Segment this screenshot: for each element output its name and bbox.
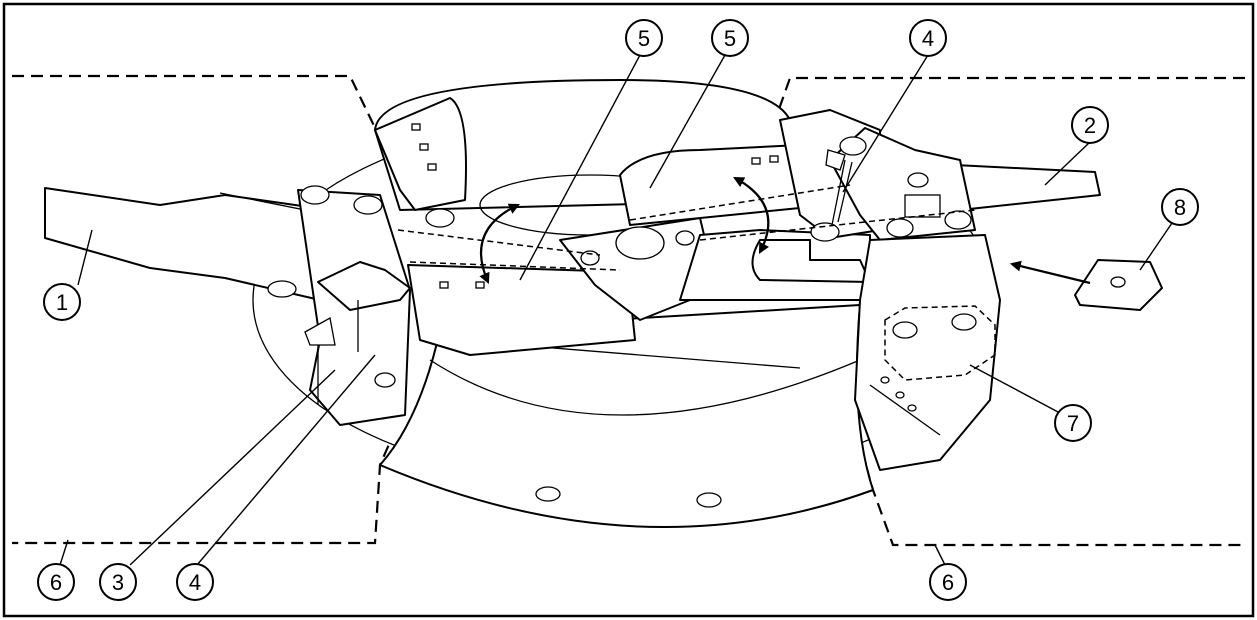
callout-4-upper: 4 — [909, 19, 947, 57]
callout-label: 6 — [50, 570, 62, 595]
callout-6-left: 6 — [37, 563, 75, 601]
blade-right — [810, 127, 1101, 242]
callout-1: 1 — [43, 283, 81, 321]
callout-label: 3 — [112, 570, 124, 595]
callout-label: 2 — [1084, 113, 1096, 138]
callout-4-lower: 4 — [176, 563, 214, 601]
callout-label: 1 — [56, 290, 68, 315]
callout-5-right: 5 — [711, 19, 749, 57]
insert-arrow — [1009, 260, 1091, 285]
callout-label: 5 — [638, 26, 650, 51]
callout-6-right: 6 — [929, 563, 967, 601]
callout-8: 8 — [1161, 188, 1199, 226]
left-blade-holder — [374, 97, 467, 211]
callout-7: 7 — [1054, 404, 1092, 442]
leader-lines — [59, 54, 1173, 566]
rotation-arrow-right — [733, 176, 770, 254]
disc-hole — [535, 486, 561, 502]
left-hub — [297, 185, 411, 426]
callout-3: 3 — [99, 563, 137, 601]
callout-5-left: 5 — [625, 19, 663, 57]
callout-label: 5 — [724, 26, 736, 51]
rotation-arrow-left — [479, 203, 520, 285]
right-guard-plate — [854, 234, 1001, 471]
callout-label: 8 — [1174, 195, 1186, 220]
disc-hole — [696, 492, 722, 508]
callout-label: 4 — [189, 570, 201, 595]
callout-label: 4 — [922, 26, 934, 51]
spare-plate-part — [1009, 259, 1163, 311]
callout-label: 7 — [1067, 411, 1079, 436]
callout-2: 2 — [1071, 106, 1109, 144]
blade-angle-line — [699, 209, 976, 241]
callout-label: 6 — [942, 570, 954, 595]
